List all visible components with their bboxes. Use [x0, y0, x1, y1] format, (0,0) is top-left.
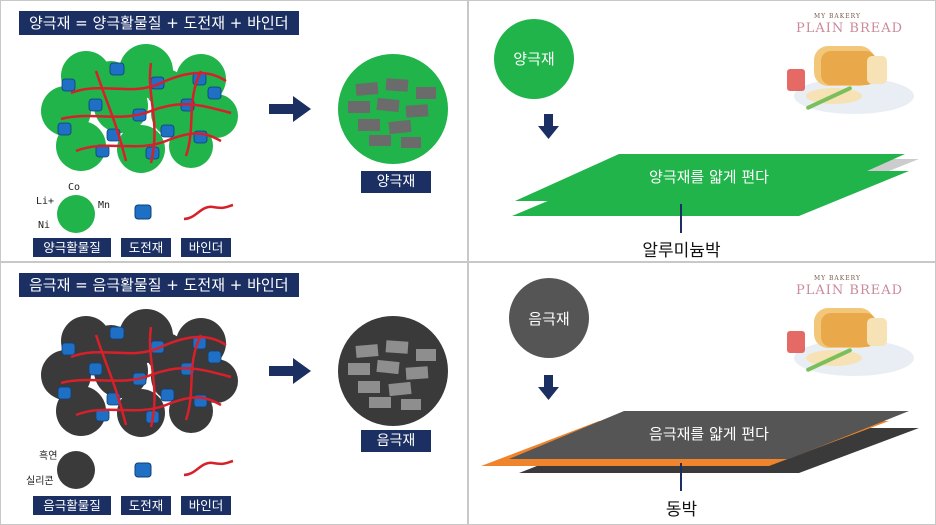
aluminum-foil-label: 알루미늄박: [642, 241, 721, 261]
bread-illustration: [787, 308, 914, 376]
element-silicon: 실리콘: [26, 476, 54, 487]
legend-binder: 바인더: [181, 496, 231, 515]
legend-anode-active-material: 음극활물질: [33, 496, 111, 515]
cathode-coating-panel: 양극재 양극재를 얇게 편다 알루미늄박 MY BAKERY PLAIN BRE…: [468, 0, 936, 262]
anode-active-material-icon: [57, 451, 95, 489]
anode-circle-label: 음극재: [528, 310, 570, 328]
cathode-transform-arrow: [269, 96, 311, 122]
anode-sheet-text: 음극재를 얇게 편다: [649, 425, 769, 443]
brand-line1: MY BAKERY: [814, 13, 861, 20]
anode-mixture-diagram: [41, 309, 448, 489]
anode-circle: [509, 278, 589, 358]
cathode-coated-sheet: [515, 154, 905, 201]
conductor-icon: [134, 204, 152, 220]
element-mn: Mn: [98, 200, 111, 211]
element-co: Co: [68, 182, 81, 193]
cathode-circle: [494, 19, 574, 99]
copper-foil-label: 동박: [665, 500, 698, 520]
binder-icon: [183, 203, 234, 221]
anode-binders: [60, 326, 232, 428]
anode-transform-arrow: [269, 358, 311, 384]
cathode-result-label: 양극재: [361, 171, 431, 193]
anode-result-fragments: [348, 340, 436, 410]
binder-icon: [183, 459, 234, 477]
down-arrow-icon: [538, 375, 559, 400]
element-li: Li+: [36, 196, 55, 207]
cathode-circle-label: 양극재: [513, 50, 555, 68]
cathode-result-fragments: [348, 78, 436, 148]
anode-coating-panel: 음극재 음극재를 얇게 편다 동박 MY BAKERY PLAIN BREAD: [468, 262, 936, 525]
brand-line1: MY BAKERY: [814, 275, 861, 282]
cathode-coating-diagram: [494, 19, 919, 233]
anode-coating-diagram: [481, 278, 919, 491]
legend-conductor: 도전재: [121, 238, 171, 257]
element-graphite: 흑연: [39, 451, 58, 462]
active-material-icon: [57, 195, 95, 233]
brand-line2: PLAIN BREAD: [796, 283, 904, 298]
cathode-mixture-diagram: [41, 44, 448, 233]
legend-active-material: 양극활물질: [33, 238, 111, 257]
down-arrow-icon: [538, 114, 559, 139]
cathode-sheet-text: 양극재를 얇게 편다: [649, 168, 769, 186]
legend-binder: 바인더: [181, 238, 231, 257]
brand-line2: PLAIN BREAD: [796, 21, 904, 36]
anode-result-label: 음극재: [361, 430, 431, 452]
legend-conductor: 도전재: [121, 496, 171, 515]
conductor-icon: [134, 462, 152, 478]
anode-title: 음극재 = 음극활물질 + 도전재 + 바인더: [19, 273, 299, 297]
cathode-binders: [60, 62, 232, 164]
anode-composition-panel: 음극재 = 음극활물질 + 도전재 + 바인더: [0, 262, 468, 525]
cathode-composition-panel: 양극재 = 양극활물질 + 도전재 + 바인더: [0, 0, 468, 262]
cathode-title: 양극재 = 양극활물질 + 도전재 + 바인더: [19, 11, 299, 35]
anode-coated-sheet: [509, 411, 909, 459]
element-ni: Ni: [38, 220, 51, 231]
bread-illustration: [787, 46, 914, 114]
cathode-conductors: [57, 62, 222, 160]
